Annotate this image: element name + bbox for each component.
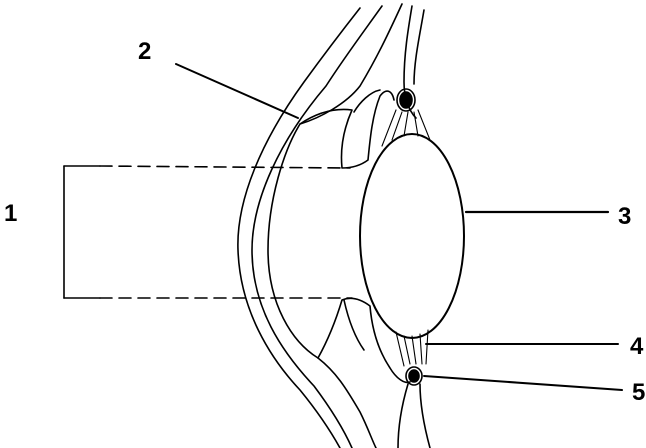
- label-3: 3: [618, 203, 632, 230]
- ciliary-body-lower-ring: [405, 366, 423, 386]
- iris-lower: [317, 297, 411, 384]
- inner-wall-line: [267, 3, 403, 448]
- middle-wall-line: [251, 5, 383, 448]
- label-5: 5: [632, 379, 646, 406]
- upper-tissue-outer-line: [413, 9, 425, 85]
- label-1: 1: [4, 200, 18, 227]
- leader-line-5: [423, 375, 623, 391]
- iris-lower-inner: [343, 299, 365, 351]
- label-4: 4: [630, 333, 644, 360]
- lower-tissue-line: [419, 383, 431, 448]
- outer-wall-line: [237, 7, 361, 448]
- ciliary-body-lower-icon: [408, 369, 420, 383]
- iris-upper-inner: [353, 89, 381, 113]
- ciliary-body-upper-ring: [396, 88, 416, 112]
- upper-tissue-line: [403, 5, 417, 119]
- leader-line-2: [175, 63, 299, 119]
- lower-tissue-outer-line: [397, 383, 409, 448]
- label-2: 2: [138, 38, 152, 65]
- label-1-bracket: [63, 165, 101, 299]
- lens: [359, 133, 465, 339]
- zonule-fibers-lower: [395, 329, 429, 367]
- iris-upper: [299, 90, 395, 169]
- zonule-fibers-upper: [381, 109, 431, 147]
- ciliary-body-upper-icon: [399, 91, 413, 109]
- dashed-line-upper: [99, 165, 351, 169]
